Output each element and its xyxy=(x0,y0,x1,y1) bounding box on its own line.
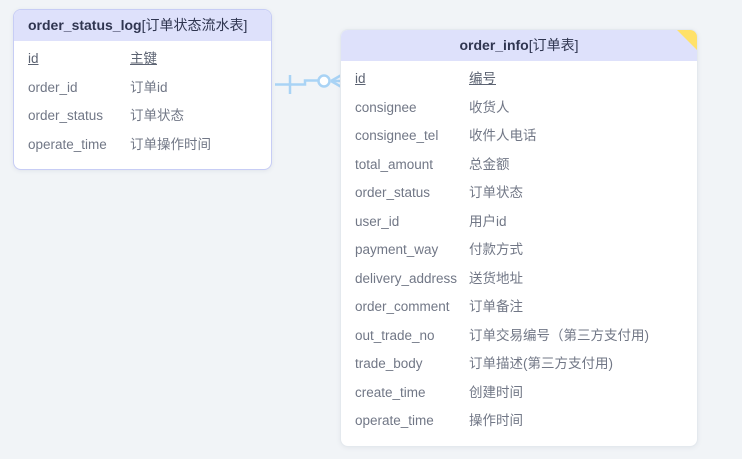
field-row[interactable]: out_trade_no 订单交易编号（第三方支付用) xyxy=(341,324,697,353)
field-name: consignee_tel xyxy=(355,128,439,143)
field-comment: 订单操作时间 xyxy=(130,136,211,152)
field-comment: 送货地址 xyxy=(469,270,523,286)
field-row[interactable]: consignee 收货人 xyxy=(341,96,697,125)
field-name: user_id xyxy=(355,213,400,229)
entity-header-order-status-log[interactable]: order_status_log[订单状态流水表] xyxy=(14,10,271,41)
field-comment: 收件人电话 xyxy=(469,128,537,143)
field-name: id xyxy=(28,51,39,66)
field-comment: 编号 xyxy=(469,71,496,86)
relationship-line xyxy=(275,79,318,86)
entity-table-comment: [订单状态流水表] xyxy=(141,17,248,33)
field-name: delivery_address xyxy=(355,270,458,286)
field-row[interactable]: order_status 订单状态 xyxy=(341,181,697,210)
field-name: id xyxy=(355,71,366,86)
cardinality-zero-circle xyxy=(317,74,331,88)
field-name: order_status xyxy=(28,108,104,123)
field-row[interactable]: order_status 订单状态 xyxy=(14,104,271,133)
field-name: order_status xyxy=(355,185,431,200)
entity-table-comment: [订单表] xyxy=(528,37,579,53)
field-list-order-info: id 编号 consignee 收货人 consignee_tel 收件人电话 … xyxy=(341,61,697,446)
field-name: create_time xyxy=(355,384,426,400)
field-row[interactable]: trade_body 订单描述(第三方支付用) xyxy=(341,352,697,381)
entity-table-name: order_info xyxy=(459,37,529,53)
field-comment: 订单交易编号（第三方支付用) xyxy=(469,327,649,343)
field-row[interactable]: total_amount 总金额 xyxy=(341,153,697,182)
field-name: payment_way xyxy=(355,242,439,257)
field-name: total_amount xyxy=(355,156,434,172)
field-comment: 用户id xyxy=(469,213,507,229)
field-row[interactable]: operate_time 订单操作时间 xyxy=(14,133,271,162)
field-name: trade_body xyxy=(355,356,423,371)
field-row[interactable]: order_id 订单id xyxy=(14,76,271,105)
field-row[interactable]: operate_time 操作时间 xyxy=(341,409,697,438)
field-name: operate_time xyxy=(355,413,434,428)
field-comment: 订单状态 xyxy=(469,185,523,200)
field-row[interactable]: id 主键 xyxy=(14,47,271,76)
field-comment: 操作时间 xyxy=(469,413,523,428)
field-name: order_comment xyxy=(355,299,450,314)
field-comment: 订单状态 xyxy=(130,108,184,123)
field-comment: 创建时间 xyxy=(469,384,523,400)
field-row[interactable]: payment_way 付款方式 xyxy=(341,238,697,267)
field-comment: 收货人 xyxy=(469,99,510,115)
field-comment: 主键 xyxy=(130,51,157,66)
entity-header-order-info[interactable]: order_info[订单表] xyxy=(341,30,697,61)
corner-flag-icon xyxy=(677,30,697,50)
field-name: consignee xyxy=(355,99,417,115)
field-row[interactable]: delivery_address 送货地址 xyxy=(341,267,697,296)
field-row[interactable]: consignee_tel 收件人电话 xyxy=(341,124,697,153)
field-comment: 总金额 xyxy=(469,156,510,172)
field-row[interactable]: user_id 用户id xyxy=(341,210,697,239)
field-name: operate_time xyxy=(28,136,107,152)
field-comment: 订单id xyxy=(130,79,168,95)
entity-table-name: order_status_log xyxy=(28,17,142,33)
field-row[interactable]: order_comment 订单备注 xyxy=(341,295,697,324)
field-name: out_trade_no xyxy=(355,327,435,343)
entity-table-order-info[interactable]: order_info[订单表] id 编号 consignee 收货人 cons… xyxy=(340,29,698,447)
field-comment: 订单备注 xyxy=(469,299,523,314)
field-row[interactable]: create_time 创建时间 xyxy=(341,381,697,410)
field-comment: 付款方式 xyxy=(469,242,523,257)
field-name: order_id xyxy=(28,79,78,95)
field-row[interactable]: id 编号 xyxy=(341,67,697,96)
entity-table-order-status-log[interactable]: order_status_log[订单状态流水表] id 主键 order_id… xyxy=(13,9,272,170)
field-list-order-status-log: id 主键 order_id 订单id order_status 订单状态 op… xyxy=(14,41,271,169)
field-comment: 订单描述(第三方支付用) xyxy=(469,356,613,371)
